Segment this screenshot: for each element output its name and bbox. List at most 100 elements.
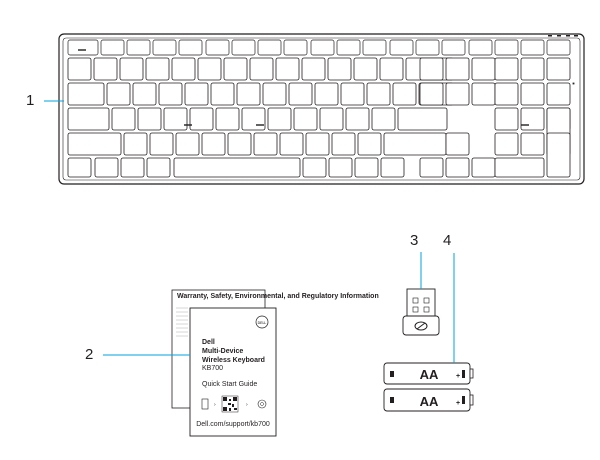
key [494,57,519,81]
key [178,39,203,56]
key-numpad-enter [546,132,571,178]
key [520,57,545,81]
key [362,39,387,56]
key-arrow [445,157,470,178]
usb-receiver-illustration [402,288,440,336]
key [305,132,330,156]
key [158,82,183,106]
key [293,107,318,131]
key [223,57,248,81]
key [546,57,571,81]
usb-connector [406,288,436,317]
key-enter [397,107,448,131]
key [152,39,177,56]
key [445,57,470,81]
key [189,107,214,131]
key [146,157,171,178]
key [227,132,252,156]
key [100,39,125,56]
guide-url: Dell.com/support/kb700 [196,421,270,428]
key [132,82,157,106]
battery-label: AA [420,367,439,382]
key [310,39,335,56]
key [302,157,327,178]
guide-brand: Dell [202,339,215,346]
key [468,39,493,56]
key [520,107,545,131]
key [327,57,352,81]
svg-text:›: › [214,402,216,408]
key [336,39,361,56]
key [67,39,99,56]
indicator-light [548,35,552,37]
key [354,157,379,178]
batteries-illustration: AA + AA + [383,362,474,412]
key-tab [67,82,105,106]
key [241,107,266,131]
settings-icon [257,399,267,409]
keyboard-illustration [58,33,585,185]
battery-2: AA + [383,388,474,412]
key-arrow [471,157,496,178]
key [184,82,209,106]
callout-number-3: 3 [410,232,419,249]
key [267,107,292,131]
key [379,57,404,81]
key [441,39,466,56]
key [197,57,222,81]
key [301,57,326,81]
key [471,82,496,106]
key-space [173,157,301,178]
receiver-logo-icon [414,321,428,331]
indicator-light [557,35,561,37]
callout-number-1: 1 [26,92,35,109]
key [257,39,282,56]
key [253,132,278,156]
key [419,57,444,81]
key-arrow [419,157,444,178]
key [345,107,370,131]
key [471,57,496,81]
key [67,157,92,178]
key [357,132,382,156]
battery-plus-icon: + [456,400,460,407]
svg-text:›: › [246,402,248,408]
battery-minus-icon [390,371,394,377]
key [231,39,256,56]
key [371,107,396,131]
indicator-light [574,35,578,37]
key [520,132,545,156]
key [119,57,144,81]
key [215,107,240,131]
key [353,57,378,81]
key [149,132,174,156]
key-caps [67,107,110,131]
key-arrow-up [445,132,470,156]
key [201,132,226,156]
key [392,82,417,106]
key [249,57,274,81]
key [380,157,405,178]
key [331,132,356,156]
battery-label: AA [420,394,439,409]
key [546,39,571,56]
key [366,82,391,106]
key [494,107,519,131]
callout-number-2: 2 [85,346,94,363]
key [120,157,145,178]
key [328,157,353,178]
key [171,57,196,81]
key [288,82,313,106]
key [494,39,519,56]
battery-minus-icon [390,397,394,403]
dell-logo-icon [255,315,269,329]
key-shift-left [67,132,122,156]
key-numpad-zero [494,157,545,178]
key [283,39,308,56]
battery-1: AA + [383,362,474,385]
key [205,39,230,56]
key [175,132,200,156]
key [262,82,287,106]
key [275,57,300,81]
